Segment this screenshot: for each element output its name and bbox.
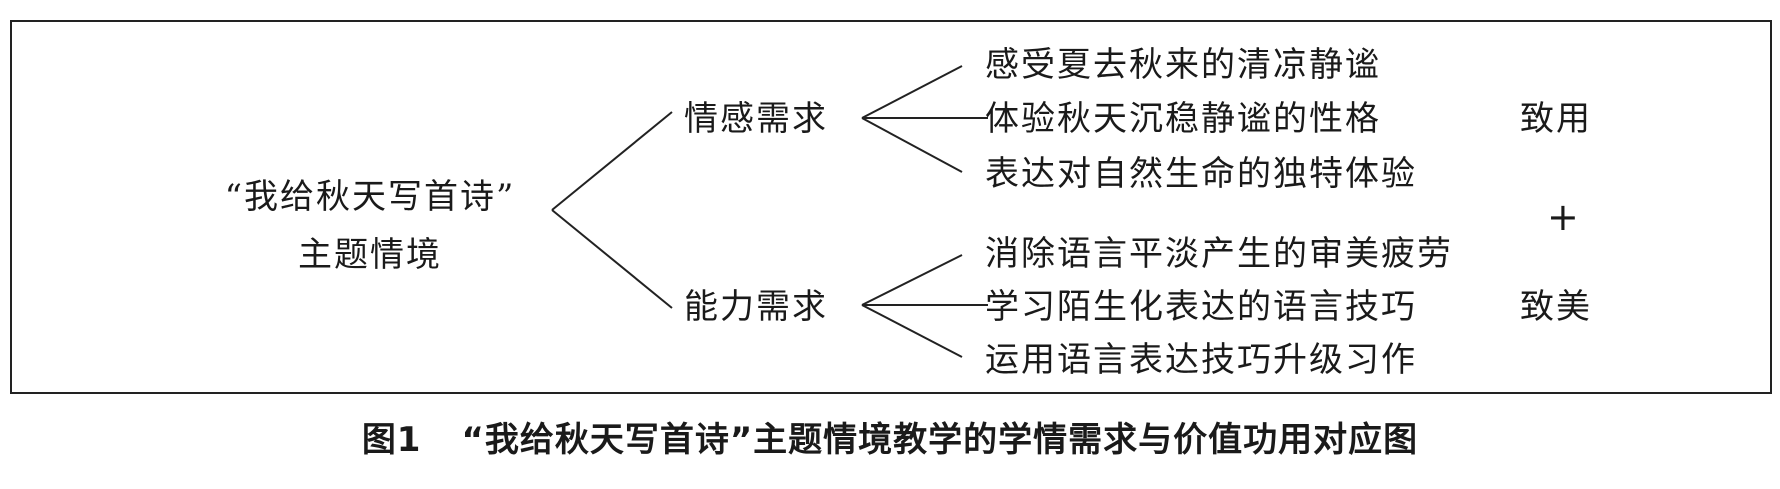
emotion-item-3: 表达对自然生命的独特体验 [985,154,1417,194]
ability-item-2: 学习陌生化表达的语言技巧 [985,287,1417,327]
root-title: “我给秋天写首诗” [224,177,516,217]
branch-label-emotion: 情感需求 [684,99,828,139]
emotion-item-2: 体验秋天沉稳静谧的性格 [985,99,1381,139]
diagram-frame [10,20,1772,394]
ability-item-3: 运用语言表达技巧升级习作 [985,340,1417,380]
ability-item-1: 消除语言平淡产生的审美疲劳 [985,234,1453,274]
value-label-top: 致用 [1520,99,1592,139]
emotion-item-1: 感受夏去秋来的清凉静谧 [985,45,1381,85]
branch-label-ability: 能力需求 [684,287,828,327]
figure-caption: 图1 “我给秋天写首诗”主题情境教学的学情需求与价值功用对应图 [0,412,1780,461]
value-label-bottom: 致美 [1520,287,1592,327]
root-node: “我给秋天写首诗” 主题情境 [190,168,550,284]
root-subtitle: 主题情境 [298,235,442,275]
figure-title: “我给秋天写首诗”主题情境教学的学情需求与价值功用对应图 [461,420,1419,460]
figure-number: 图1 [361,420,422,460]
plus-sign: + [1547,195,1581,239]
